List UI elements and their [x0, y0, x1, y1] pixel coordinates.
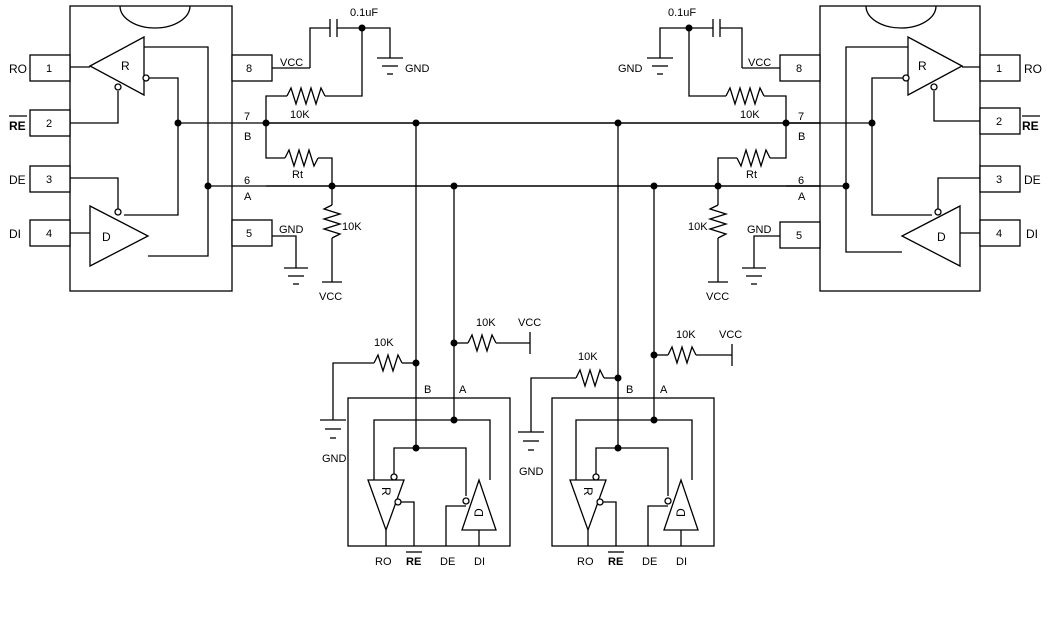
left-ic-notch [119, 5, 191, 29]
node1-b-label: B [424, 384, 431, 396]
left-pin5-num: 5 [246, 228, 252, 240]
node1-a-label: A [459, 384, 467, 396]
left-pin1-num: 1 [46, 63, 52, 75]
left-pin4-num: 4 [46, 228, 52, 240]
node2-gnd-label: GND [519, 466, 544, 478]
left-pin8-num: 8 [246, 63, 252, 75]
left-de-label: DE [9, 173, 26, 187]
node2-receiver-label: R [581, 487, 595, 496]
left-receiver-triangle [88, 35, 145, 97]
left-transceiver: 1 2 3 4 5 6 7 8 RO RE DE DI R D B A [9, 5, 430, 303]
left-driver-triangle [89, 204, 150, 268]
left-cap-label: 0.1uF [350, 7, 378, 19]
node2-a-label: A [660, 384, 668, 396]
left-pin2-num: 2 [46, 118, 52, 130]
right-a-label: A [798, 191, 806, 203]
right-pin5-num: 5 [796, 230, 802, 242]
left-receiver-label: R [121, 59, 130, 73]
bus-node-2: 10K GND 10K VCC B A R D RO RE DE DI [518, 123, 742, 568]
node1-de-label: DE [440, 556, 455, 568]
right-receiver-label: R [918, 59, 927, 73]
right-receiver-triangle [907, 35, 964, 97]
left-a-label: A [244, 191, 252, 203]
right-vcc-bottom-label: VCC [706, 291, 729, 303]
right-bias-bottom-label: 10K [688, 221, 708, 233]
node2-re-label: RE [608, 556, 623, 568]
left-gnd-top-label: GND [405, 63, 430, 75]
node2-b-label: B [626, 384, 633, 396]
node1-vcc-label: VCC [518, 317, 541, 329]
node1-ro-label: RO [375, 556, 392, 568]
right-pin1-num: 1 [996, 63, 1002, 75]
right-pin3-num: 3 [996, 174, 1002, 186]
left-rt-label: Rt [292, 169, 303, 181]
right-gnd-top-label: GND [618, 63, 643, 75]
left-di-label: DI [9, 227, 21, 241]
left-pin2-box [29, 109, 71, 137]
right-ic-notch [865, 5, 937, 29]
right-pin4-box [979, 219, 1021, 247]
bus-node-1: 10K GND 10K VCC B A R D RO RE DE DI [320, 123, 541, 568]
right-rt-label: Rt [746, 169, 757, 181]
node1-di-label: DI [474, 556, 485, 568]
left-vcc-label: VCC [280, 57, 303, 69]
left-ro-label: RO [9, 62, 27, 76]
node2-ra-label: 10K [676, 329, 696, 341]
left-pin1-box [29, 54, 71, 82]
right-bias-top-label: 10K [740, 109, 760, 121]
node1-driver-label: D [472, 508, 486, 517]
right-pin4-num: 4 [996, 228, 1002, 240]
left-pin3-box [29, 165, 71, 193]
right-de-label: DE [1024, 173, 1041, 187]
left-bias-bottom-label: 10K [342, 221, 362, 233]
right-driver-triangle [900, 204, 961, 268]
right-pin2-num: 2 [996, 116, 1002, 128]
right-driver-label: D [937, 230, 946, 244]
right-re-label: RE [1022, 119, 1039, 133]
right-ro-label: RO [1024, 62, 1042, 76]
left-pin7-num: 7 [244, 111, 250, 123]
left-driver-label: D [102, 230, 111, 244]
node2-de-label: DE [642, 556, 657, 568]
right-pin6-num: 6 [798, 175, 804, 187]
left-vcc-bottom-label: VCC [319, 291, 342, 303]
left-b-label: B [244, 131, 251, 143]
node2-rb-label: 10K [578, 351, 598, 363]
node2-di-label: DI [676, 556, 687, 568]
right-b-label: B [798, 131, 805, 143]
right-cap-label: 0.1uF [668, 7, 696, 19]
left-gnd-pin5-label: GND [279, 224, 304, 236]
right-pin1-box [979, 54, 1021, 82]
right-transceiver: 1 2 3 4 5 6 7 8 RO RE DE DI R D B A VCC [618, 5, 1042, 303]
left-pin3-num: 3 [46, 174, 52, 186]
node2-vcc-label: VCC [719, 329, 742, 341]
left-pin5-box [231, 219, 273, 247]
right-pin8-num: 8 [796, 63, 802, 75]
right-vcc-label: VCC [748, 57, 771, 69]
node2-ro-label: RO [577, 556, 594, 568]
right-pin3-box [979, 165, 1021, 193]
left-re-label: RE [9, 119, 26, 133]
left-bias-top-label: 10K [290, 109, 310, 121]
right-di-label: DI [1026, 227, 1038, 241]
left-pin6-num: 6 [244, 175, 250, 187]
node1-receiver-label: R [379, 487, 393, 496]
node1-receiver-triangle [367, 479, 405, 532]
node1-rb-label: 10K [374, 337, 394, 349]
node1-ra-label: 10K [476, 317, 496, 329]
node2-receiver-triangle [569, 479, 607, 532]
right-gnd-pin5-label: GND [747, 224, 772, 236]
right-pin7-num: 7 [798, 111, 804, 123]
node1-re-label: RE [406, 556, 421, 568]
node1-gnd-label: GND [322, 453, 347, 465]
right-pin5-box [779, 221, 821, 249]
node2-driver-label: D [674, 508, 688, 517]
